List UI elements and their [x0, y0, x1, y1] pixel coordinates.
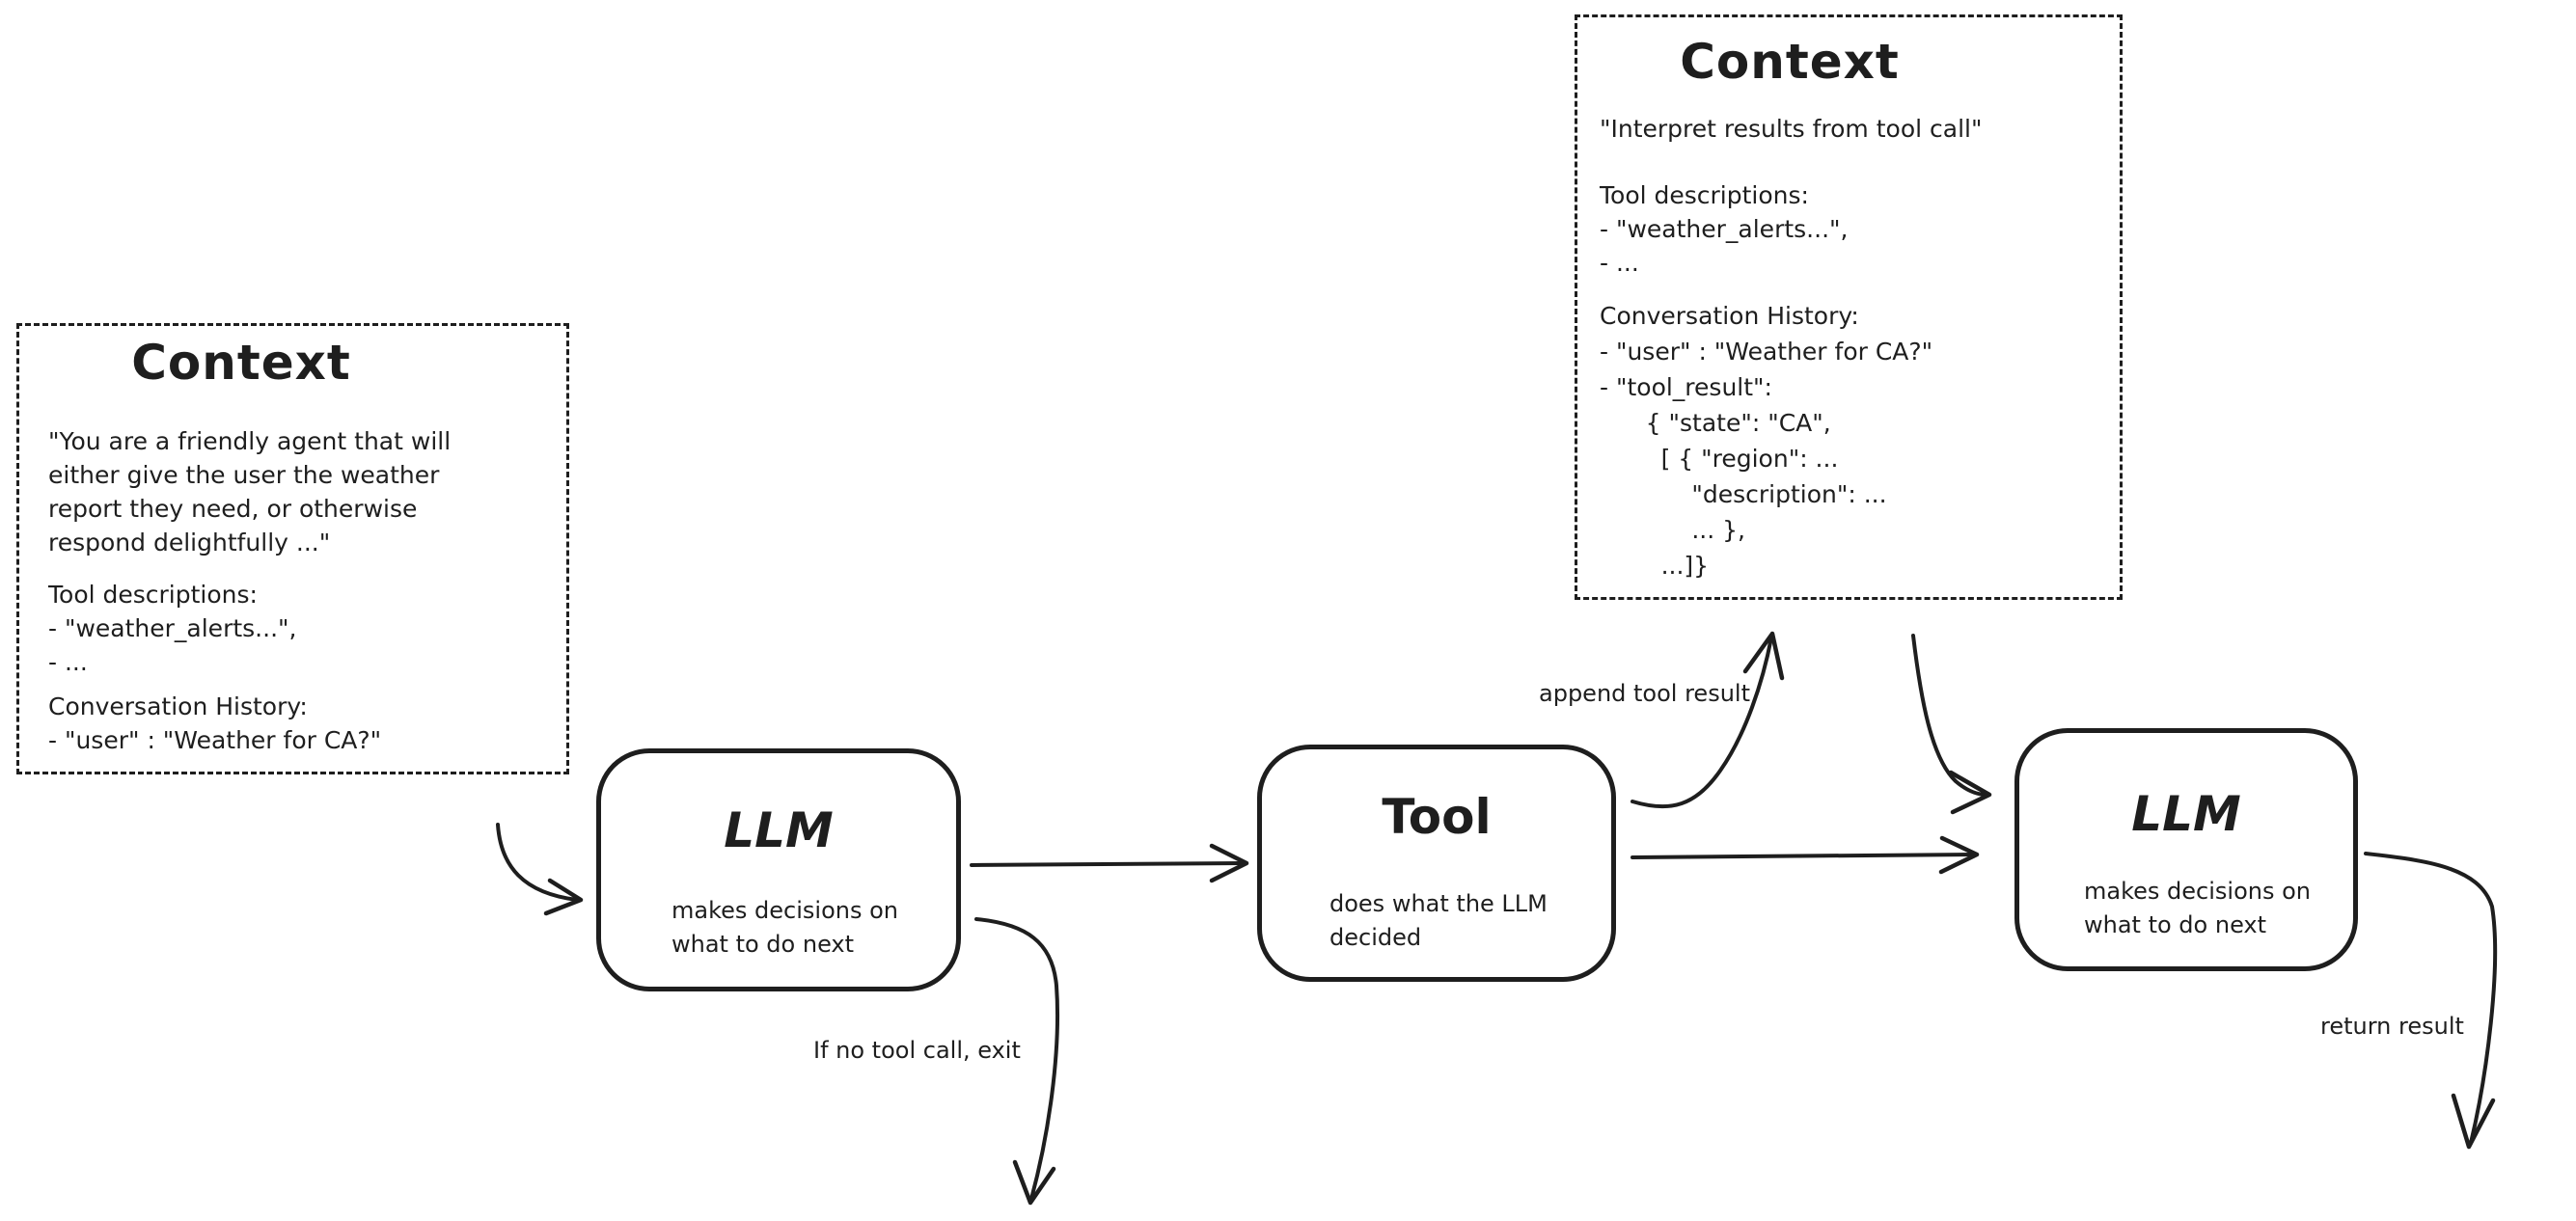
llm-node-2: LLM makes decisions on what to do next: [2014, 728, 2358, 971]
tool-descriptions-text: Tool descriptions: - "weather_alerts..."…: [48, 581, 297, 676]
llm2-title: LLM: [2131, 786, 2241, 842]
llm2-description: makes decisions on what to do next: [2084, 878, 2311, 938]
arrow-tool-to-context-append: [1631, 631, 1785, 809]
tool-description: does what the LLM decided: [1329, 890, 1548, 951]
arrow-context-to-llm2: [1911, 634, 1992, 815]
tool-title: Tool: [1382, 789, 1492, 845]
arrow-llm1-to-tool: [970, 843, 1249, 883]
context-box-after-tool: Context "Interpret results from tool cal…: [1575, 14, 2123, 600]
arrow-llm2-return: [2364, 852, 2498, 1150]
system-prompt-text: "You are a friendly agent that will eith…: [48, 427, 452, 556]
interpret-results-text: "Interpret results from tool call": [1600, 115, 1983, 143]
llm1-description: makes decisions on what to do next: [671, 897, 898, 958]
llm-node-1: LLM makes decisions on what to do next: [596, 748, 961, 991]
tool-node: Tool does what the LLM decided: [1257, 745, 1616, 982]
conversation-history-text: Conversation History: - "user" : "Weathe…: [1600, 302, 1933, 580]
llm1-title: LLM: [724, 802, 834, 858]
append-tool-result-label: append tool result: [1539, 680, 1750, 707]
arrow-context-to-llm1: [496, 823, 584, 916]
context-after-tool-title: Context: [1680, 34, 1900, 90]
if-no-tool-call-exit-label: If no tool call, exit: [813, 1037, 1021, 1064]
conversation-history-text: Conversation History: - "user" : "Weathe…: [48, 692, 382, 754]
tool-descriptions-text: Tool descriptions: - "weather_alerts..."…: [1600, 181, 1849, 277]
arrow-tool-to-llm2: [1631, 835, 1980, 875]
return-result-label: return result: [2320, 1013, 2464, 1040]
context-initial-title: Context: [131, 335, 351, 391]
context-box-initial: Context "You are a friendly agent that w…: [16, 323, 569, 774]
